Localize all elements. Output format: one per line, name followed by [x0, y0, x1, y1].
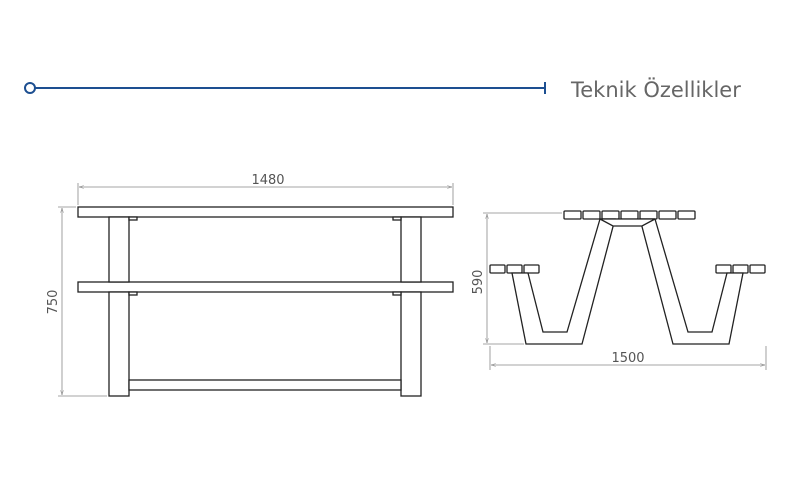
side-right-seat — [715, 264, 766, 274]
side-seat-slat — [489, 264, 506, 274]
front-height-label: 750 — [46, 290, 61, 315]
front-bracket — [392, 291, 402, 296]
side-table-top — [563, 210, 696, 220]
side-frame-center — [599, 218, 656, 227]
front-view: 1480 750 — [46, 173, 454, 397]
front-bracket — [128, 216, 138, 221]
front-left-leg-upper — [108, 216, 130, 283]
side-table-slat — [639, 210, 658, 220]
front-width-label: 1480 — [251, 173, 284, 188]
side-table-slat — [658, 210, 677, 220]
header-rule — [24, 82, 546, 94]
side-frame — [511, 218, 616, 345]
side-view: 590 1500 — [471, 210, 767, 370]
front-bracket — [128, 291, 138, 296]
front-bench — [77, 281, 454, 293]
side-table-slat — [582, 210, 601, 220]
front-stretcher — [128, 379, 402, 391]
side-width-label: 1500 — [611, 351, 644, 366]
header-rule-start-circle — [24, 82, 36, 94]
side-seat-slat — [715, 264, 732, 274]
front-right-leg-lower — [400, 291, 422, 397]
side-frame — [639, 218, 744, 345]
front-left-leg-lower — [108, 291, 130, 397]
side-table-slat — [620, 210, 639, 220]
side-seat-slat — [506, 264, 523, 274]
side-left-seat — [489, 264, 540, 274]
front-table-top — [77, 206, 454, 218]
front-right-leg-upper — [400, 216, 422, 283]
front-bracket — [392, 216, 402, 221]
side-table-slat — [601, 210, 620, 220]
side-height-label: 590 — [471, 270, 486, 295]
side-seat-slat — [749, 264, 766, 274]
page-title: Teknik Özellikler — [570, 77, 741, 102]
side-table-slat — [563, 210, 582, 220]
side-table-slat — [677, 210, 696, 220]
side-seat-slat — [732, 264, 749, 274]
side-seat-slat — [523, 264, 540, 274]
